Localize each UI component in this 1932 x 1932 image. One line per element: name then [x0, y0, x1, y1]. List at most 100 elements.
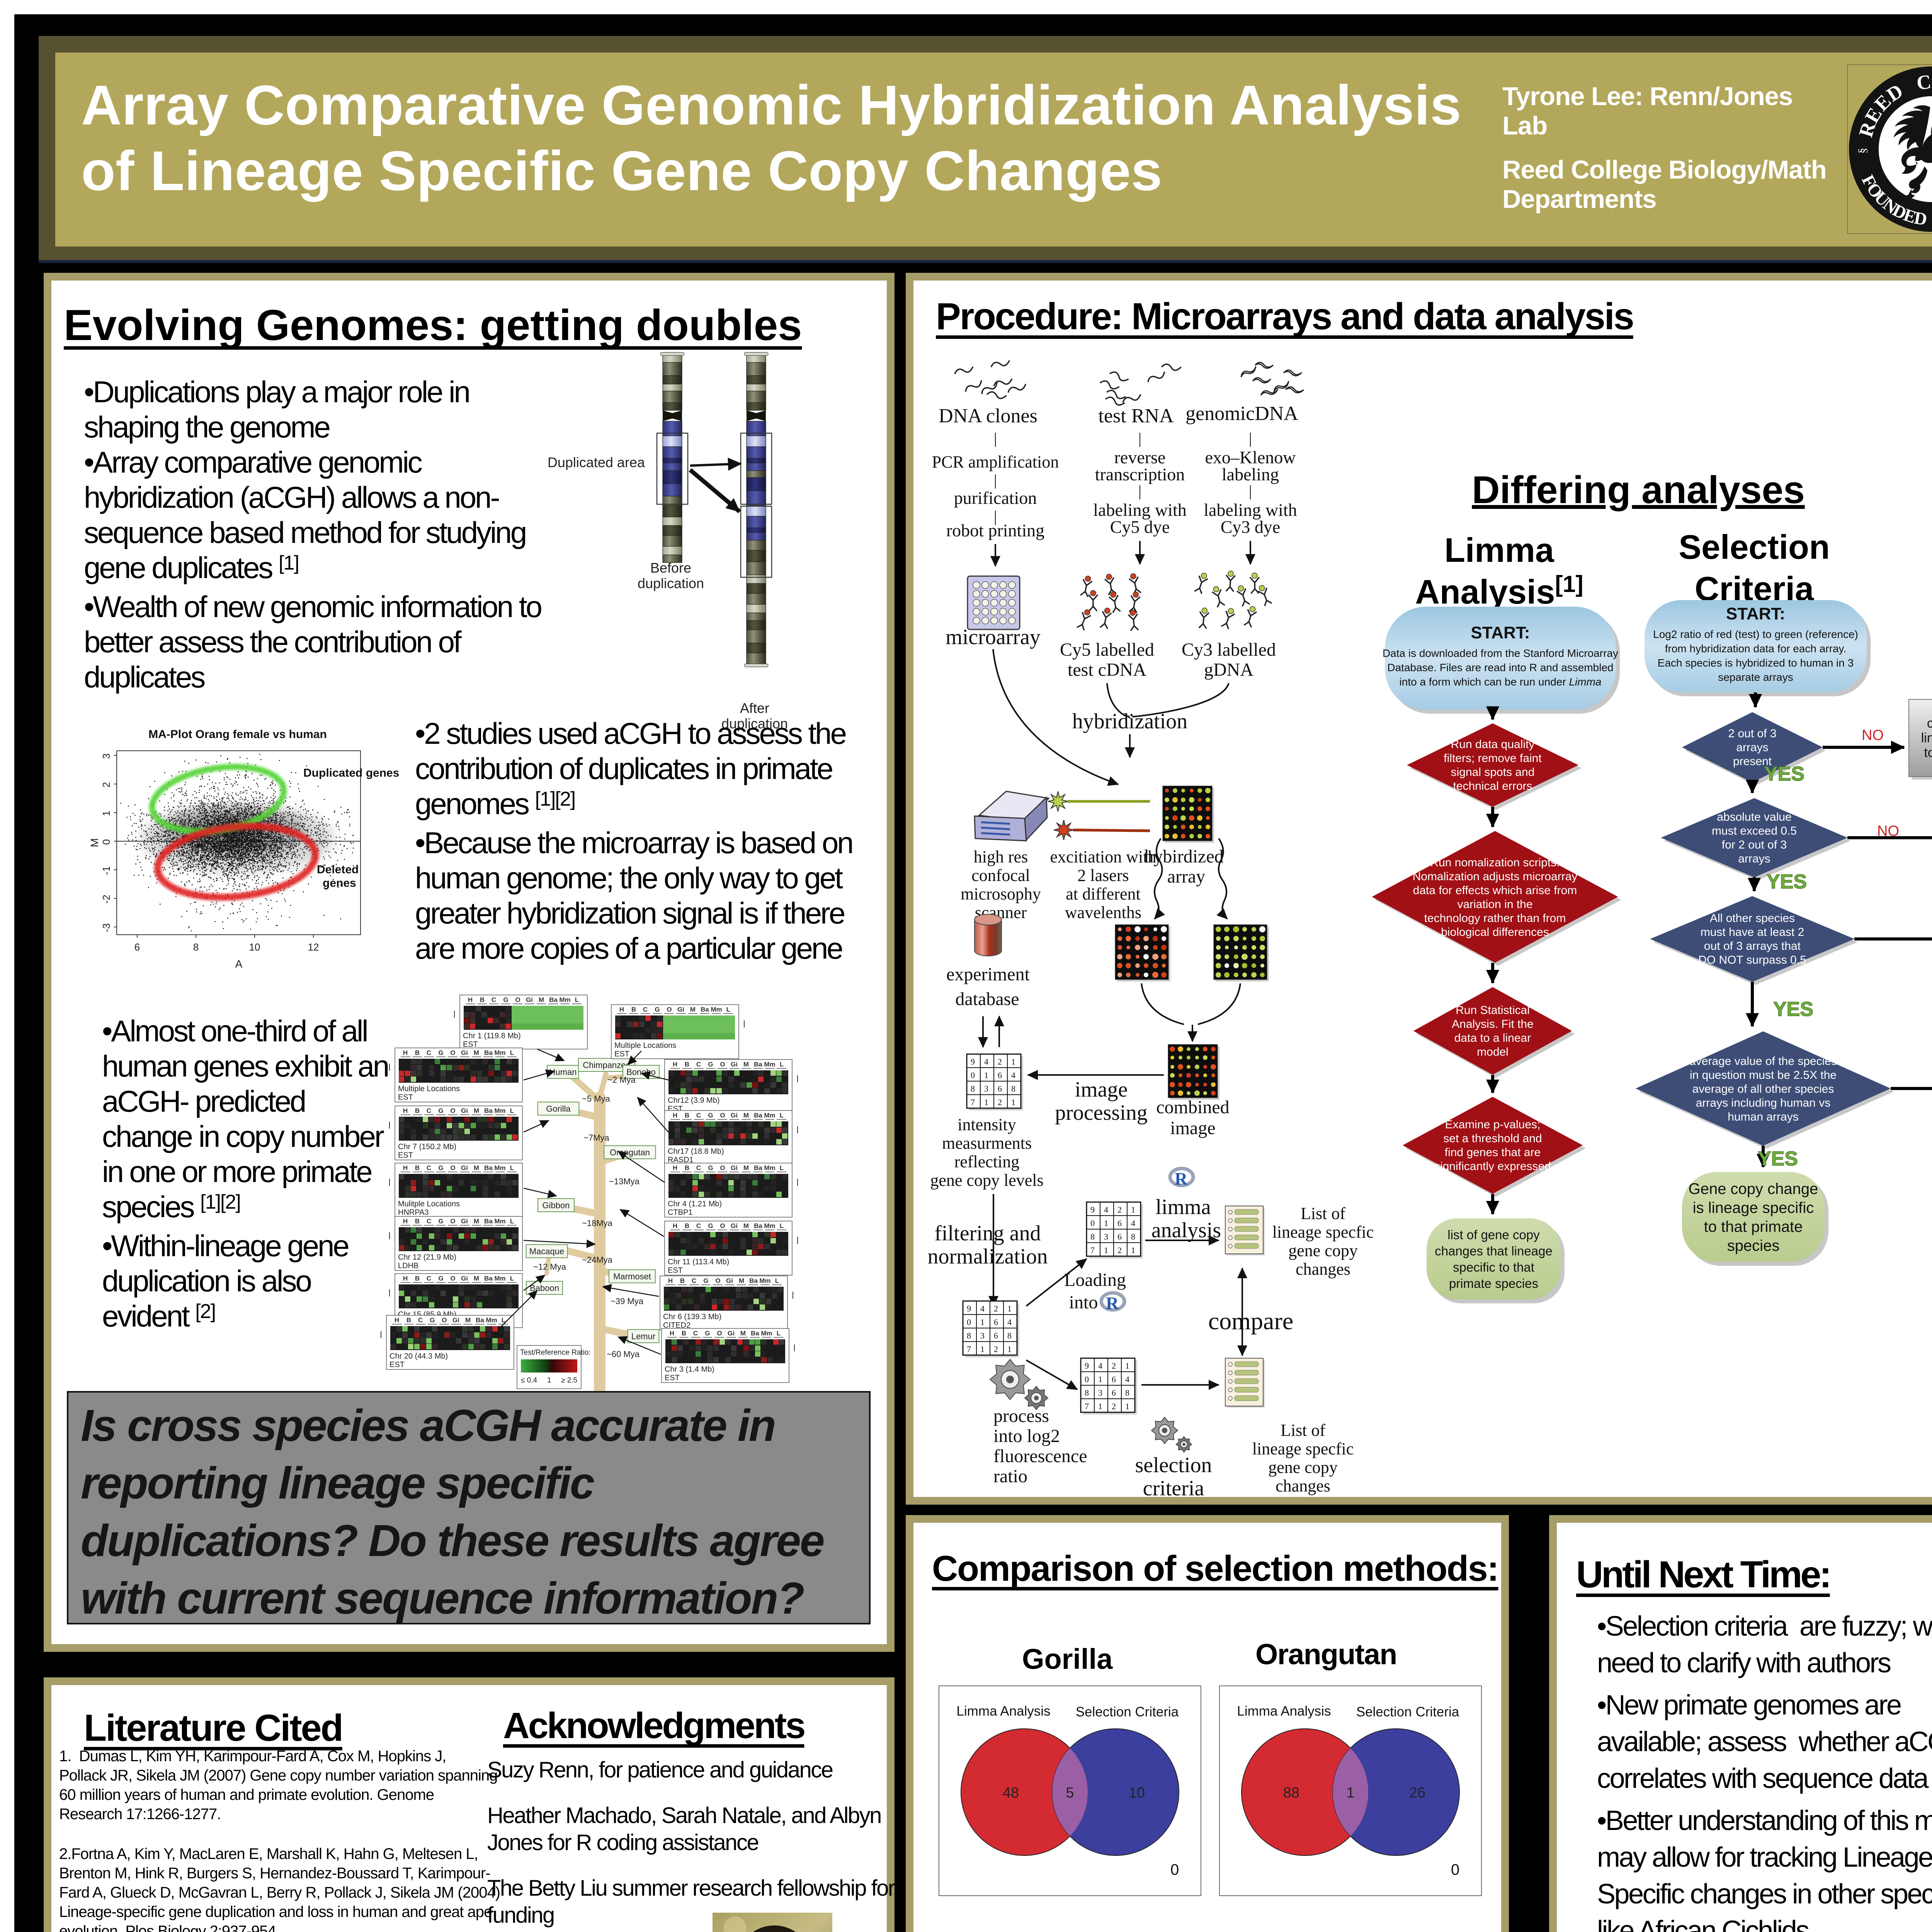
svg-text:-1: -1 [100, 866, 112, 875]
svg-text:H: H [468, 996, 473, 1003]
svg-text:NO: NO [1877, 823, 1899, 839]
svg-text:Mm: Mm [494, 1275, 505, 1282]
svg-text:B: B [685, 1222, 689, 1230]
svg-text:Ba: Ba [549, 996, 558, 1003]
svg-text:data to a linear: data to a linear [1454, 1032, 1531, 1044]
svg-text:1: 1 [1125, 1401, 1129, 1411]
svg-text:Ba: Ba [484, 1218, 493, 1225]
svg-text:~5 Mya: ~5 Mya [582, 1094, 611, 1104]
svg-text:B: B [406, 1316, 411, 1324]
svg-text:Mm: Mm [761, 1330, 772, 1337]
svg-text:Chr12 (3.9 Mb): Chr12 (3.9 Mb) [668, 1096, 720, 1105]
svg-text:technology rather than from: technology rather than from [1424, 912, 1566, 925]
svg-text:Gi: Gi [461, 1049, 468, 1056]
svg-text:exo–Klenow: exo–Klenow [1205, 447, 1296, 467]
svg-text:-3: -3 [100, 923, 112, 932]
svg-text:changes: changes [1296, 1260, 1350, 1279]
svg-text:2: 2 [998, 1097, 1002, 1107]
svg-text:Gi: Gi [726, 1277, 733, 1284]
svg-text:G: G [438, 1164, 443, 1172]
svg-text:Gorilla: Gorilla [546, 1104, 571, 1114]
svg-text:B: B [415, 1164, 420, 1172]
svg-text:Chr 11 (113.4 Mb): Chr 11 (113.4 Mb) [668, 1258, 729, 1266]
svg-text:Before: Before [650, 560, 691, 576]
svg-text:4: 4 [1007, 1317, 1012, 1327]
svg-text:Mulitple Locations: Mulitple Locations [398, 1200, 460, 1208]
svg-text:M: M [743, 1222, 749, 1230]
svg-text:6: 6 [1112, 1388, 1116, 1398]
svg-text:G: G [438, 1049, 443, 1056]
svg-text:Deleted: Deleted [317, 863, 359, 876]
svg-text:Baboon: Baboon [530, 1283, 559, 1293]
svg-text:L: L [775, 1277, 779, 1284]
svg-text:O: O [720, 1112, 725, 1119]
svg-text:Gi: Gi [731, 1164, 738, 1172]
svg-text:O: O [450, 1164, 455, 1172]
svg-text:G: G [438, 1275, 443, 1282]
svg-text:O: O [667, 1006, 672, 1013]
svg-text:L: L [510, 1275, 514, 1282]
svg-text:G: G [708, 1222, 713, 1230]
svg-text:Chr 3 (1.4 Mb): Chr 3 (1.4 Mb) [665, 1365, 714, 1374]
svg-text:Chr 4 (1.21 Mb): Chr 4 (1.21 Mb) [668, 1200, 722, 1208]
svg-text:Ba: Ba [749, 1277, 758, 1284]
svg-text:Nomalization adjusts microarra: Nomalization adjusts microarray [1413, 870, 1578, 883]
svg-text:G: G [708, 1164, 713, 1172]
svg-text:measurments: measurments [942, 1134, 1032, 1153]
svg-text:9: 9 [967, 1304, 971, 1313]
svg-text:change is not: change is not [1927, 716, 1932, 731]
svg-text:6: 6 [998, 1084, 1002, 1094]
svg-text:variation in the: variation in the [1457, 898, 1532, 911]
svg-text:G: G [503, 996, 508, 1003]
svg-text:lineage specific: lineage specific [1921, 731, 1932, 745]
svg-text:2: 2 [100, 782, 112, 787]
svg-text:gDNA: gDNA [1204, 660, 1253, 680]
svg-text:B: B [685, 1061, 689, 1068]
svg-text:Chr 1 (119.8 Mb): Chr 1 (119.8 Mb) [463, 1032, 521, 1040]
svg-text:G: G [708, 1061, 713, 1068]
svg-text:YES: YES [1764, 763, 1804, 785]
svg-text:Test/Reference Ratio:: Test/Reference Ratio: [520, 1349, 591, 1357]
svg-text:from hybridization data for ea: from hybridization data for each array. [1665, 643, 1846, 655]
svg-text:Run Statistical: Run Statistical [1456, 1004, 1530, 1017]
svg-text:0: 0 [1170, 1861, 1179, 1878]
svg-text:H: H [673, 1164, 677, 1172]
svg-text:H: H [395, 1316, 399, 1324]
svg-text:C: C [1915, 71, 1932, 94]
svg-text:human arrays: human arrays [1728, 1111, 1798, 1123]
svg-text:M: M [743, 1164, 749, 1172]
svg-text:B: B [415, 1107, 420, 1114]
svg-text:Cy5 dye: Cy5 dye [1110, 517, 1170, 537]
svg-text:Limma: Limma [1444, 531, 1554, 569]
svg-text:~39 Mya: ~39 Mya [611, 1296, 644, 1306]
svg-text:microarray: microarray [946, 625, 1041, 649]
svg-text:CITED2: CITED2 [663, 1321, 690, 1330]
svg-text:EST: EST [665, 1374, 680, 1382]
svg-text:limma: limma [1155, 1195, 1211, 1219]
svg-text:H: H [673, 1061, 677, 1068]
svg-text:7: 7 [967, 1344, 971, 1354]
svg-text:C: C [696, 1164, 701, 1172]
svg-text:1: 1 [547, 1376, 551, 1384]
svg-text:Ba: Ba [754, 1061, 762, 1068]
svg-text:4: 4 [1104, 1205, 1108, 1214]
svg-text:START:: START: [1471, 623, 1530, 642]
svg-text:Mm: Mm [494, 1218, 505, 1225]
svg-text:1: 1 [1131, 1205, 1135, 1214]
svg-text:Mm: Mm [711, 1006, 722, 1013]
svg-text:6: 6 [1117, 1232, 1122, 1242]
svg-text:M: M [539, 996, 544, 1003]
svg-text:2: 2 [994, 1304, 998, 1313]
svg-text:Gibbon: Gibbon [543, 1201, 570, 1210]
svg-text:Ba: Ba [484, 1049, 493, 1056]
svg-text:Differing analyses: Differing analyses [1472, 468, 1804, 512]
svg-text:NO: NO [1862, 727, 1884, 743]
svg-text:B: B [685, 1164, 689, 1172]
svg-text:3: 3 [1104, 1232, 1108, 1242]
svg-text:O: O [450, 1049, 455, 1056]
svg-text:confocal: confocal [971, 866, 1030, 885]
svg-text:B: B [415, 1218, 420, 1225]
svg-text:B: B [631, 1006, 636, 1013]
svg-text:2: 2 [1112, 1361, 1116, 1371]
svg-text:Chr 6 (139.3 Mb): Chr 6 (139.3 Mb) [663, 1313, 721, 1321]
